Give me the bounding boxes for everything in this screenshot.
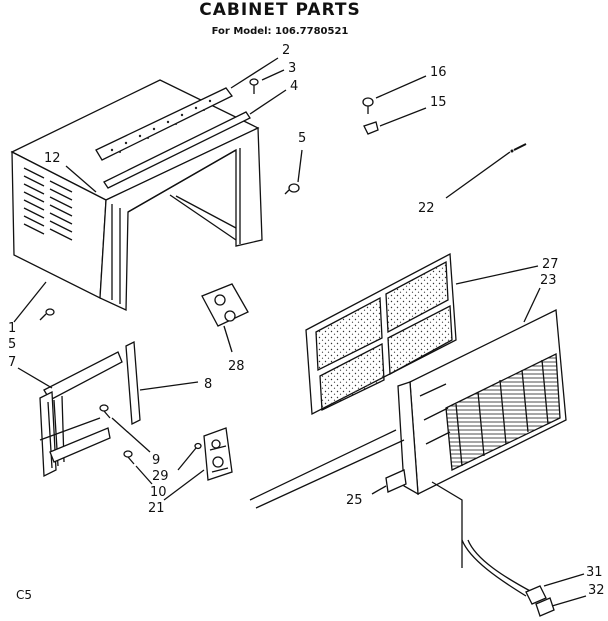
leader-31: [543, 573, 585, 587]
screw-5: [284, 183, 300, 195]
leader-16: [375, 75, 427, 99]
leader-5: [297, 149, 303, 183]
part-label-1: 1: [8, 321, 17, 336]
base-rail: [249, 429, 463, 568]
page-code: C5: [16, 588, 33, 602]
power-cord: [461, 539, 555, 617]
leader-9: [111, 417, 151, 453]
model-number: For Model: 106.7780521: [211, 26, 349, 37]
leader-1: [13, 281, 47, 323]
pin-22: [510, 143, 527, 153]
part-label-16: 16: [430, 65, 447, 80]
bracket-28: [201, 283, 249, 327]
part-label-23: 23: [540, 273, 557, 288]
leader-4: [249, 89, 287, 115]
top-rail: [103, 111, 251, 189]
cabinet-shell: [10, 79, 263, 312]
part-label-28: 28: [228, 359, 245, 374]
part-label-12: 12: [44, 151, 61, 166]
leader-29: [177, 447, 197, 471]
leader-25: [371, 485, 387, 495]
leader-32: [551, 595, 587, 607]
screw-3: [249, 78, 259, 94]
screw-5-left: [39, 308, 55, 321]
leader-23: [523, 287, 541, 323]
leader-12: [65, 165, 97, 193]
part-label-3: 3: [288, 61, 297, 76]
leader-28: [223, 325, 233, 353]
part-label-15: 15: [430, 95, 447, 110]
leader-8: [139, 381, 199, 391]
part-label-5-left: 5: [8, 337, 17, 352]
part-label-21: 21: [148, 501, 165, 516]
leader-22: [445, 151, 511, 199]
front-grille-23: [397, 308, 567, 496]
air-filter-27: [305, 252, 457, 416]
part-label-29: 29: [152, 469, 169, 484]
leader-27: [455, 265, 539, 285]
part-label-9: 9: [152, 453, 161, 468]
part-label-7: 7: [8, 355, 17, 370]
part-label-32: 32: [588, 583, 605, 598]
foam-strip-8: [125, 340, 141, 426]
leader-3: [261, 69, 285, 81]
leader-10: [135, 465, 153, 485]
leader-2: [230, 57, 279, 89]
clip-15: [363, 121, 379, 135]
leader-7: [17, 367, 53, 389]
part-label-31: 31: [586, 565, 603, 580]
part-label-8: 8: [204, 377, 213, 392]
diagram-title: CABINET PARTS: [199, 0, 361, 20]
part-label-4: 4: [290, 79, 299, 94]
side-louvers: [23, 167, 73, 241]
control-panel-21: [203, 427, 233, 481]
part-label-22: 22: [418, 201, 435, 216]
part-label-27: 27: [542, 257, 559, 272]
part-label-25: 25: [346, 493, 363, 508]
screw-16: [362, 97, 374, 114]
screw-10: [123, 450, 135, 465]
leader-21: [163, 469, 205, 501]
leader-15: [379, 107, 427, 127]
knob-29: [194, 442, 202, 450]
screw-9: [99, 404, 111, 419]
side-curtain-panel: [39, 351, 123, 478]
part-label-5-right: 5: [298, 131, 307, 146]
part-label-10: 10: [150, 485, 167, 500]
part-label-2: 2: [282, 43, 291, 58]
top-seal-strip: [95, 87, 233, 161]
